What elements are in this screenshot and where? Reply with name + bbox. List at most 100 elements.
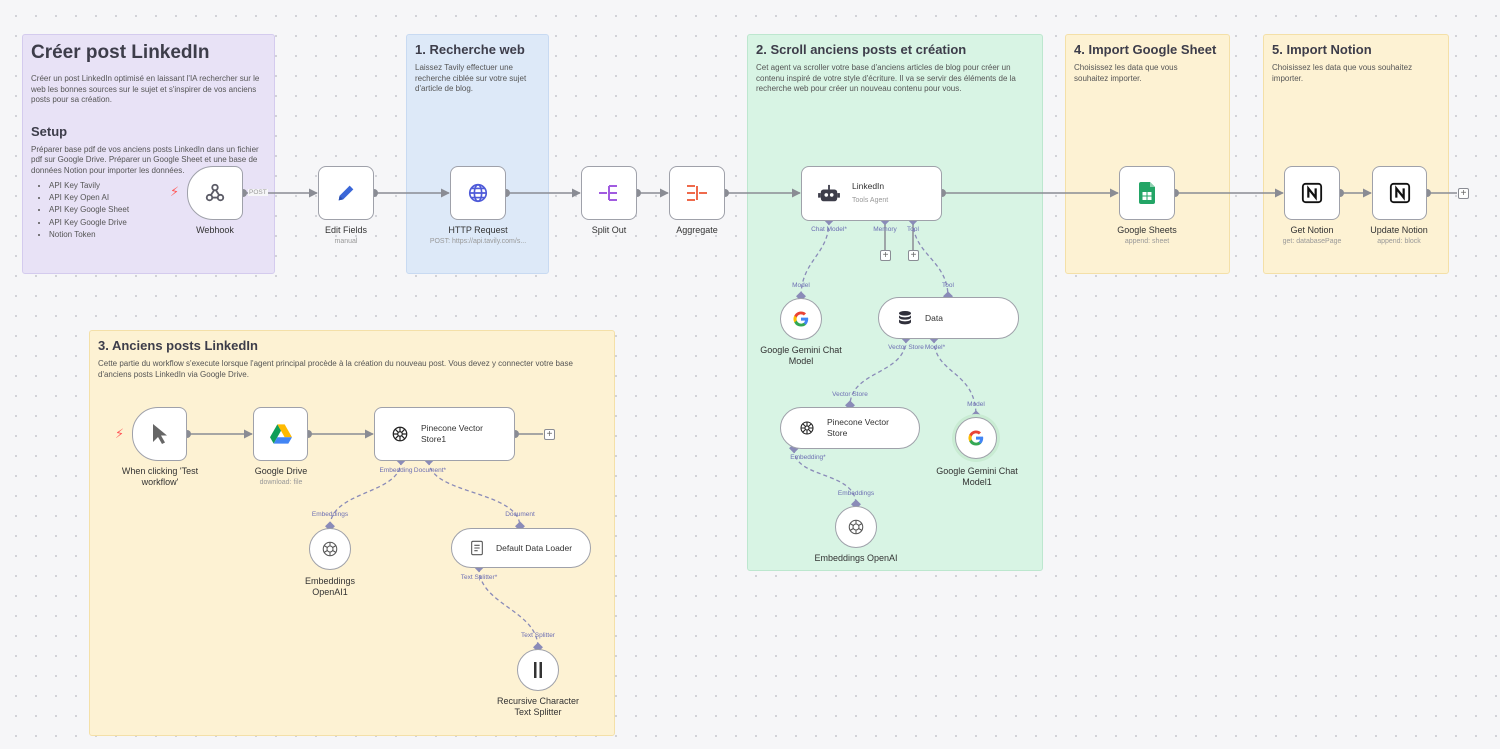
text-splitter-node[interactable] [517, 649, 559, 691]
data-model-port-label: Model* [924, 344, 946, 351]
database-icon [897, 310, 913, 326]
globe-icon [467, 182, 489, 204]
setup-item: API Key Open AI [49, 192, 266, 204]
data-vector-port-label: Vector Store [888, 344, 924, 351]
data-tool-node[interactable]: Data [878, 297, 1019, 339]
update-notion-node[interactable] [1372, 166, 1427, 220]
pinecone-icon [391, 425, 409, 443]
add-tool-button[interactable]: + [908, 250, 919, 261]
cursor-icon [151, 423, 169, 445]
setup-item: Notion Token [49, 229, 266, 241]
data-tool-port-label: Tool [942, 282, 954, 289]
p1-document-port-label: Document* [413, 467, 447, 474]
http-request-label: HTTP Request [448, 225, 508, 235]
note-sheet-title: 4. Import Google Sheet [1074, 42, 1217, 57]
setup-list: API Key Tavily API Key Open AI API Key G… [31, 180, 266, 241]
openai-icon [847, 518, 865, 536]
webhook-icon [204, 182, 226, 204]
aggregate-node[interactable] [669, 166, 725, 220]
embeddings1-port-label: Embeddings [311, 511, 349, 518]
add-node-button[interactable]: + [544, 429, 555, 440]
linkedin-agent-title: LinkedIn Tools Agent [852, 181, 888, 206]
webhook-node[interactable] [187, 166, 243, 220]
default-loader-node[interactable]: Default Data Loader [451, 528, 591, 568]
add-node-button[interactable]: + [1458, 188, 1469, 199]
loader-document-port-label: Document [505, 511, 535, 518]
aggregate-icon [685, 182, 709, 204]
google-icon [792, 310, 810, 328]
google-drive-subtitle: download: file [259, 479, 303, 486]
webhook-label: Webhook [196, 225, 234, 235]
http-request-subtitle: POST: https://api.tavily.com/s... [429, 238, 527, 245]
embeddings-openai-1-label: Embeddings OpenAI1 [304, 576, 356, 597]
google-drive-node[interactable] [253, 407, 308, 461]
setup-item: API Key Google Sheet [49, 204, 266, 216]
note-setup-title: Setup [31, 123, 68, 139]
note-agent-text: Cet agent va scroller votre base d'ancie… [756, 63, 1016, 93]
embeddings-openai-label: Embeddings OpenAI [814, 553, 898, 563]
port-tool-label: Tool [907, 226, 919, 233]
embeddings-port-label: Embeddings [837, 490, 875, 497]
split-icon [597, 182, 621, 204]
get-notion-node[interactable] [1284, 166, 1340, 220]
embeddings-openai-node[interactable] [835, 506, 877, 548]
google-sheets-node[interactable] [1119, 166, 1175, 220]
note-old-posts-text: Cette partie du workflow s'execute lorsq… [98, 359, 573, 379]
note-research: 1. Recherche web Laissez Tavily effectue… [406, 34, 549, 274]
linkedin-agent-node[interactable]: LinkedIn Tools Agent [801, 166, 942, 221]
gemini-model-port-label: Model [792, 282, 810, 289]
gemini1-model-port-label: Model [967, 401, 985, 408]
data-tool-title: Data [925, 312, 943, 323]
setup-item: API Key Google Drive [49, 217, 266, 229]
gemini-chat-1-node[interactable] [955, 417, 997, 459]
pinecone-store-1-title: Pinecone Vector Store1 [421, 423, 483, 444]
note-main: Créer post LinkedIn Créer un post Linked… [22, 34, 275, 274]
pinecone-icon [799, 420, 815, 436]
get-notion-label: Get Notion [1290, 225, 1334, 235]
note-sheet-text: Choisissez les data que vous souhaitez i… [1074, 63, 1178, 83]
port-chat-model-label: Chat Model* [811, 226, 847, 233]
note-main-title: Créer post LinkedIn [31, 42, 210, 63]
note-agent-title: 2. Scroll anciens posts et création [756, 42, 967, 57]
gemini-chat-node[interactable] [780, 298, 822, 340]
notion-icon [1389, 182, 1411, 204]
embeddings-openai-1-node[interactable] [309, 528, 351, 570]
robot-icon [818, 184, 840, 204]
pencil-icon [335, 182, 357, 204]
note-main-description: Créer un post LinkedIn optimisé en laiss… [31, 74, 260, 104]
notion-icon [1301, 182, 1323, 204]
edit-fields-subtitle: manual [334, 238, 358, 245]
text-splitter-label: Recursive Character Text Splitter [496, 696, 580, 717]
gemini-chat-label: Google Gemini Chat Model [760, 345, 842, 366]
google-icon [967, 429, 985, 447]
pinecone-store-node[interactable]: Pinecone Vector Store [780, 407, 920, 449]
http-request-node[interactable] [450, 166, 506, 220]
gemini-chat-1-label: Google Gemini Chat Model1 [936, 466, 1018, 487]
linkedin-agent-name: LinkedIn [852, 181, 885, 191]
update-notion-label: Update Notion [1370, 225, 1428, 235]
add-memory-button[interactable]: + [880, 250, 891, 261]
google-sheets-subtitle: append: sheet [1124, 238, 1170, 245]
note-notion: 5. Import Notion Choisissez les data que… [1263, 34, 1449, 274]
text-splitter-icon [532, 661, 544, 679]
split-out-node[interactable] [581, 166, 637, 220]
google-drive-icon [269, 424, 292, 444]
get-notion-subtitle: get: databasePage [1282, 238, 1342, 245]
loader-splitter-port-label: Text Splitter* [460, 574, 498, 581]
google-sheets-icon [1139, 182, 1155, 204]
pinecone-vector-port-label: Vector Store [832, 391, 868, 398]
update-notion-subtitle: append: block [1377, 238, 1421, 245]
webhook-post-label: POST [248, 189, 268, 196]
note-setup-text: Préparer base pdf de vos anciens posts L… [31, 144, 259, 175]
edit-fields-node[interactable] [318, 166, 374, 220]
openai-icon [321, 540, 339, 558]
manual-trigger-node[interactable] [132, 407, 187, 461]
trigger-bolt-icon: ⚡ [170, 184, 180, 199]
note-research-text: Laissez Tavily effectuer une recherche c… [415, 63, 527, 93]
edit-fields-label: Edit Fields [324, 225, 368, 235]
default-loader-title: Default Data Loader [496, 542, 573, 553]
google-drive-label: Google Drive [254, 466, 308, 476]
split-out-label: Split Out [591, 225, 627, 235]
linkedin-agent-subtitle: Tools Agent [852, 197, 889, 204]
pinecone-store-1-node[interactable]: Pinecone Vector Store1 [374, 407, 515, 461]
